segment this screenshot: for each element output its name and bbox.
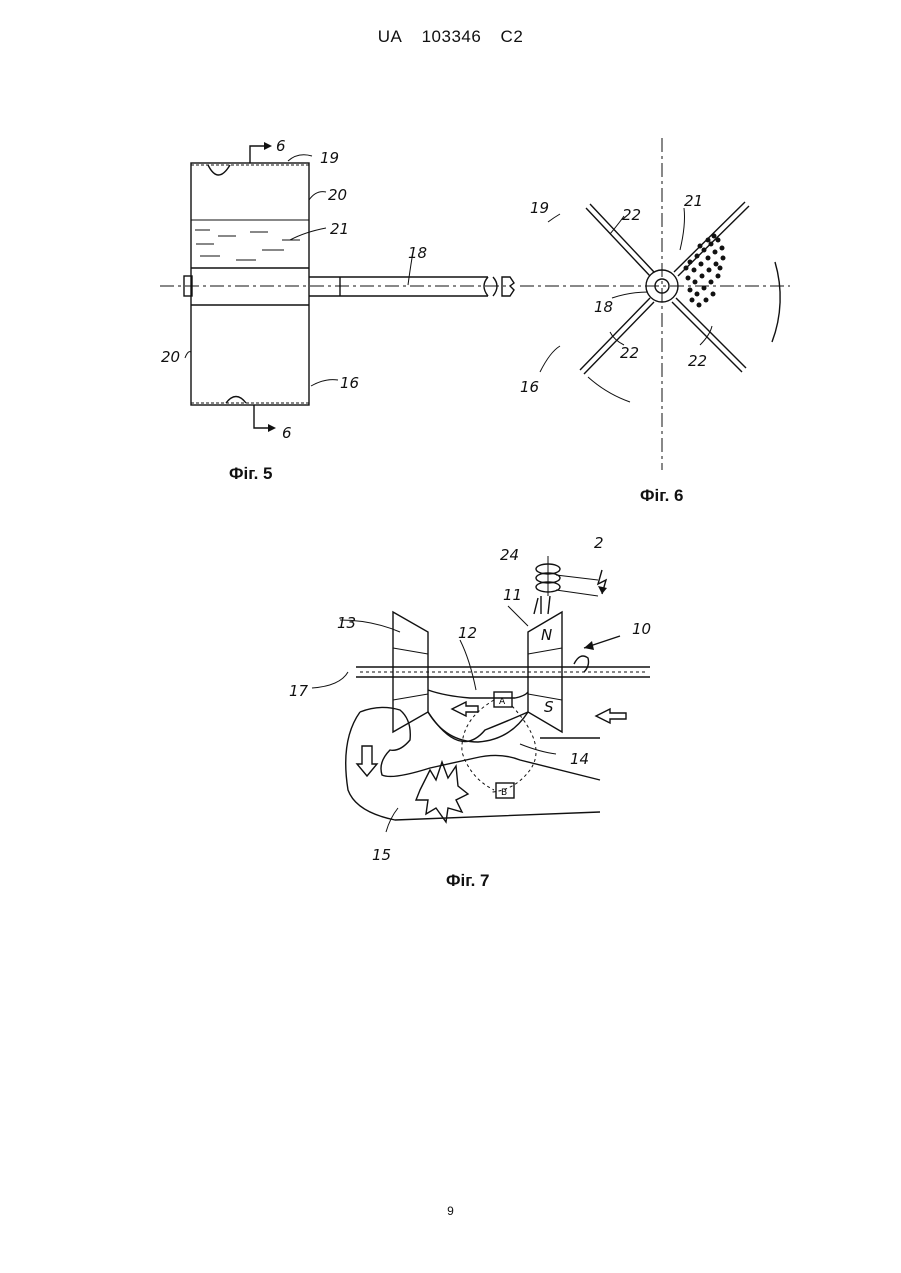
figure-6-drawing — [520, 138, 790, 470]
fig6-label-22-left: 22 — [620, 344, 639, 362]
fig5-label-6-bottom: 6 — [282, 424, 292, 442]
fig6-label-18: 18 — [594, 298, 613, 316]
fig5-label-19: 19 — [320, 149, 339, 167]
fig6-label-19: 19 — [530, 199, 549, 217]
fig5-label-20-right: 20 — [328, 186, 347, 204]
fig7-label-13: 13 — [337, 614, 356, 632]
fig5-label-6-top: 6 — [276, 137, 286, 155]
fig5-label-16: 16 — [340, 374, 359, 392]
figure-7-drawing — [312, 556, 650, 832]
fig7-label-11: 11 — [503, 586, 522, 604]
fig7-label-b: B — [501, 788, 507, 798]
fig7-label-s-pole: S — [544, 698, 554, 716]
fig6-label-21: 21 — [684, 192, 703, 210]
fig6-label-16: 16 — [520, 378, 539, 396]
figure-5-caption: Фіг. 5 — [229, 464, 273, 484]
fig7-label-15: 15 — [372, 846, 391, 864]
figure-7-caption: Фіг. 7 — [446, 871, 490, 891]
page-number: 9 — [0, 1204, 901, 1218]
fig5-label-20-left: 20 — [161, 348, 180, 366]
fig7-label-2: 2 — [594, 534, 604, 552]
fig7-label-10: 10 — [632, 620, 651, 638]
figure-6-caption: Фіг. 6 — [640, 486, 684, 506]
fig7-label-24: 24 — [500, 546, 519, 564]
fig6-label-22-top: 22 — [622, 206, 641, 224]
fig5-label-18: 18 — [408, 244, 427, 262]
fig6-label-22-right: 22 — [688, 352, 707, 370]
fig7-label-12: 12 — [458, 624, 477, 642]
fig7-label-14: 14 — [570, 750, 589, 768]
fig7-label-a: A — [499, 697, 506, 707]
fig7-label-17: 17 — [289, 682, 309, 700]
fig7-label-n-pole: N — [541, 626, 552, 644]
fig5-label-21: 21 — [330, 220, 349, 238]
drum-outline — [191, 163, 309, 405]
